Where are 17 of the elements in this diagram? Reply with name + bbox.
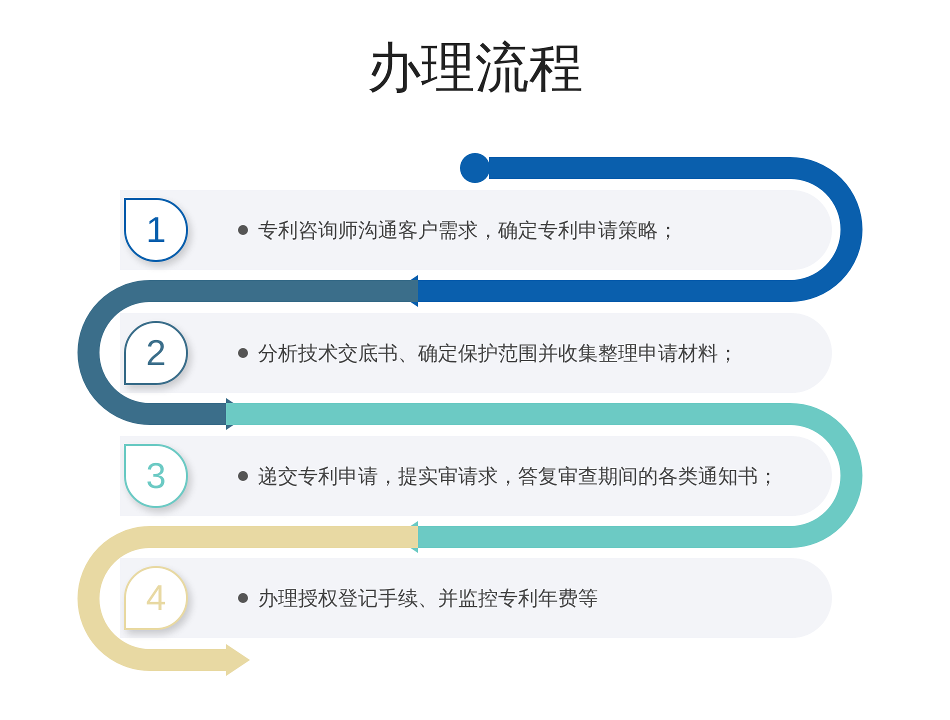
step-card [120,190,832,270]
step-number: 1 [124,198,188,262]
step-card [120,313,832,393]
flow-arrow [78,526,418,676]
step-text: 分析技术交底书、确定保护范围并收集整理申请材料； [258,340,739,366]
step-card [120,558,832,638]
step-number: 2 [124,321,188,385]
step-text: 办理授权登记手续、并监控专利年费等 [258,584,599,612]
start-dot [460,153,490,183]
flow-arrow [78,280,418,430]
step-number: 3 [124,444,188,508]
step-text: 递交专利申请，提实审请求，答复审查期间的各类通知书； [258,462,779,490]
title: 办理流程 [366,35,584,101]
flow-arrow [226,403,862,553]
step-card [120,436,832,516]
step-number: 4 [124,566,188,630]
step-text: 专利咨询师沟通客户需求，确定专利申请策略； [258,216,679,244]
